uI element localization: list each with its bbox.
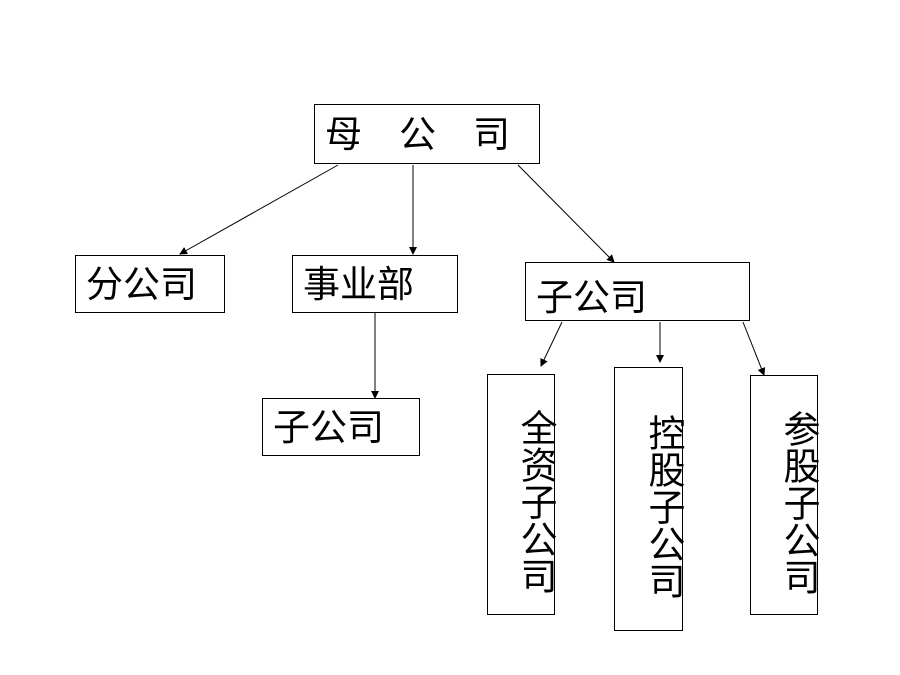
edge-subsidiary-to-wholly-owned — [540, 321, 563, 367]
node-wholly-owned-subsidiary: 全资子公司 — [487, 374, 557, 615]
node-branch-office: 分公司 — [75, 255, 225, 313]
edge-subsidiary-to-participating — [742, 321, 766, 376]
node-parent-company: 母 公 司 — [314, 104, 540, 164]
edge-root-to-branch — [179, 164, 339, 255]
node-subsidiary: 子公司 — [525, 262, 750, 321]
node-business-division: 事业部 — [292, 255, 458, 313]
node-holding-subsidiary: 控股子公司 — [614, 367, 685, 631]
edge-root-to-subsidiary — [517, 164, 615, 263]
node-division-subsidiary: 子公司 — [262, 398, 420, 456]
node-participating-subsidiary: 参股子公司 — [750, 375, 820, 615]
